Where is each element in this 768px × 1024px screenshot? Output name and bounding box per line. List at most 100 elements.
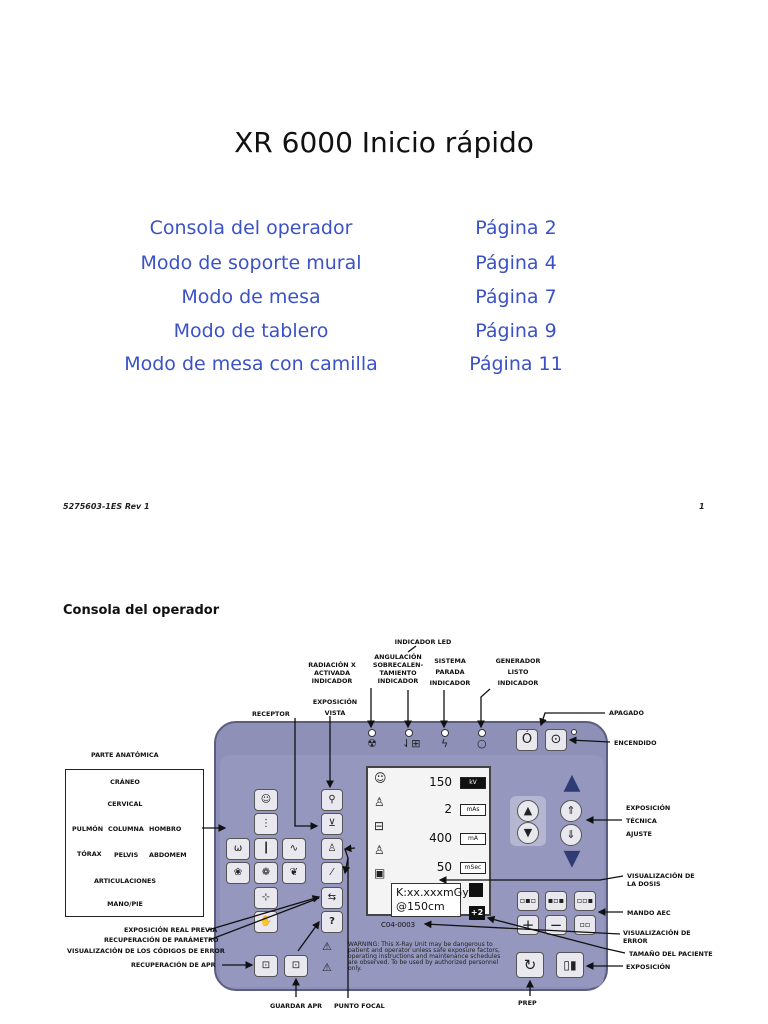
label-hombro: HOMBRO: [149, 825, 182, 833]
warning-triangle-icon: ⚠: [322, 961, 332, 974]
ma-value: 400: [429, 831, 452, 845]
mas-value: 2: [444, 802, 452, 816]
pelvis-key[interactable]: ❁: [254, 862, 278, 884]
abdomen-key[interactable]: ❦: [282, 862, 306, 884]
toc-item-page[interactable]: Página 9: [475, 320, 557, 342]
patient-size-value: +2: [469, 906, 485, 920]
thorax-key[interactable]: ❀: [226, 862, 250, 884]
label-radiacion: RADIACIÓN X ACTIVADA INDICADOR: [308, 661, 356, 685]
exposure-increase-large-icon[interactable]: ▲: [563, 770, 581, 795]
label-torax: TÓRAX: [77, 850, 102, 858]
aec-right-key[interactable]: ▫▫▪: [574, 891, 596, 911]
generator-ready-led: [478, 729, 486, 737]
label-sistema: SISTEMA PARADA INDICADOR: [429, 657, 471, 687]
toc-item[interactable]: Modo de mesa con camilla Página 11: [0, 353, 768, 381]
cervical-key[interactable]: ⋮: [254, 813, 278, 835]
toc-item-label[interactable]: Modo de mesa: [181, 286, 321, 308]
toc-item-page[interactable]: Página 11: [469, 353, 563, 375]
kv-value: 150: [429, 775, 452, 789]
patient-view-key[interactable]: ♙: [321, 838, 343, 860]
system-stop-icon: ϟ: [441, 737, 449, 750]
toc-item-label[interactable]: Consola del operador: [149, 217, 353, 239]
toc-item[interactable]: Consola del operador Página 2: [0, 217, 768, 245]
radiation-led: [368, 729, 376, 737]
power-on-button[interactable]: ⊙: [545, 729, 567, 751]
label-indicador-led: INDICADOR LED: [394, 638, 452, 646]
exposure-increase-button[interactable]: ⇑: [560, 800, 582, 822]
receptor-key[interactable]: ⊻: [321, 813, 343, 835]
error-code-key[interactable]: ?: [321, 911, 343, 933]
toc-item-page[interactable]: Página 7: [475, 286, 557, 308]
exposure-decrease-large-icon[interactable]: ▼: [563, 846, 581, 871]
dose-line-1: K:xx.xxxmGy: [396, 886, 469, 899]
toc-item[interactable]: Modo de soporte mural Página 4: [0, 252, 768, 280]
overheat-led: [405, 729, 413, 737]
anatomy-legend-box: [65, 769, 204, 917]
dose-display: K:xx.xxxmGy @150cm: [391, 883, 469, 917]
power-led: [571, 729, 577, 735]
kv-unit: kV: [460, 777, 486, 789]
last-exposure-key[interactable]: ⇆: [321, 887, 343, 909]
exposure-button[interactable]: ▯▮: [556, 952, 584, 978]
apr-save-key[interactable]: ⊡: [284, 955, 308, 977]
lung-key[interactable]: ω: [226, 838, 250, 860]
error-code-value: C04-0003: [381, 921, 416, 929]
aec-reset-key[interactable]: ▫▫: [574, 915, 596, 935]
toc-item[interactable]: Modo de mesa Página 7: [0, 286, 768, 314]
toc-item-page[interactable]: Página 4: [475, 252, 557, 274]
label-articulaciones: ARTICULACIONES: [93, 877, 157, 885]
warning-radiation-icon: ⚠: [322, 940, 332, 953]
label-guardar-apr: GUARDAR APR: [270, 1002, 323, 1010]
exposure-decrease-button[interactable]: ⇓: [560, 824, 582, 846]
system-stop-led: [441, 729, 449, 737]
section-title: Consola del operador: [63, 603, 220, 618]
msec-value: 50: [436, 860, 452, 874]
label-pelvis: PELVIS: [114, 851, 139, 859]
label-apagado: APAGADO: [609, 709, 644, 717]
label-encendido: ENCENDIDO: [614, 739, 657, 747]
toc-item-label[interactable]: Modo de tablero: [173, 320, 329, 342]
display-patient-icon: ♙: [374, 795, 385, 809]
display-receptor-icon: ▣: [374, 866, 386, 880]
aec-left-key[interactable]: ▫▪▫: [517, 891, 539, 911]
label-visualizacion-error: VISUALIZACIÓN DE ERROR: [623, 929, 691, 945]
label-exposicion-real-previa: EXPOSICIÓN REAL PREVIA: [124, 926, 218, 934]
label-codigos-error: VISUALIZACIÓN DE LOS CÓDIGOS DE ERROR: [67, 947, 225, 955]
page-number: 1: [699, 502, 705, 511]
label-recuperacion-parametro: RECUPERACIÓN DE PARÁMETRO: [104, 936, 219, 944]
joints-key[interactable]: ⊹: [254, 887, 278, 909]
display-table-icon: ⊟: [374, 819, 385, 833]
label-mano-pie: MANO/PIE: [107, 900, 143, 908]
technique-down-button[interactable]: ▼: [517, 822, 539, 844]
display-person-icon: ♙: [374, 843, 385, 857]
label-abdomem: ABDOMEM: [149, 851, 187, 859]
display-skull-icon: ☺: [374, 771, 387, 785]
spine-key[interactable]: ┃: [254, 838, 278, 860]
label-receptor: RECEPTOR: [252, 710, 290, 718]
dose-line-2: @150cm: [396, 900, 445, 913]
toc-item-page[interactable]: Página 2: [475, 217, 557, 239]
document-code: 5275603-1ES Rev 1: [63, 502, 150, 511]
skull-key[interactable]: ☺: [254, 789, 278, 811]
technique-up-button[interactable]: ▲: [517, 800, 539, 822]
label-exposicion-vista: EXPOSICIÓN VISTA: [312, 698, 358, 717]
toc-item-label[interactable]: Modo de soporte mural: [140, 252, 362, 274]
toc-item[interactable]: Modo de tablero Página 9: [0, 320, 768, 348]
power-off-button[interactable]: Ó: [516, 729, 538, 751]
aec-center-key[interactable]: ▪▫▪: [545, 891, 567, 911]
label-parte-anatomica: PARTE ANATÓMICA: [91, 751, 159, 759]
apr-recall-key[interactable]: ⊡: [254, 955, 278, 977]
prep-button[interactable]: ↻: [516, 952, 544, 978]
label-pulmon: PULMÓN: [72, 825, 104, 833]
toc-item-label[interactable]: Modo de mesa con camilla: [124, 353, 378, 375]
label-exposicion: EXPOSICIÓN: [626, 963, 671, 971]
label-cervical: CERVICAL: [107, 800, 143, 808]
exposure-view-key[interactable]: ⚲: [321, 789, 343, 811]
msec-unit: mSec: [460, 862, 486, 874]
label-punto-focal: PUNTO FOCAL: [334, 1002, 385, 1010]
label-craneo: CRÁNEO: [110, 778, 140, 786]
mas-unit: mAs: [460, 804, 486, 816]
generator-ready-icon: ○: [477, 737, 487, 750]
shoulder-key[interactable]: ∿: [282, 838, 306, 860]
